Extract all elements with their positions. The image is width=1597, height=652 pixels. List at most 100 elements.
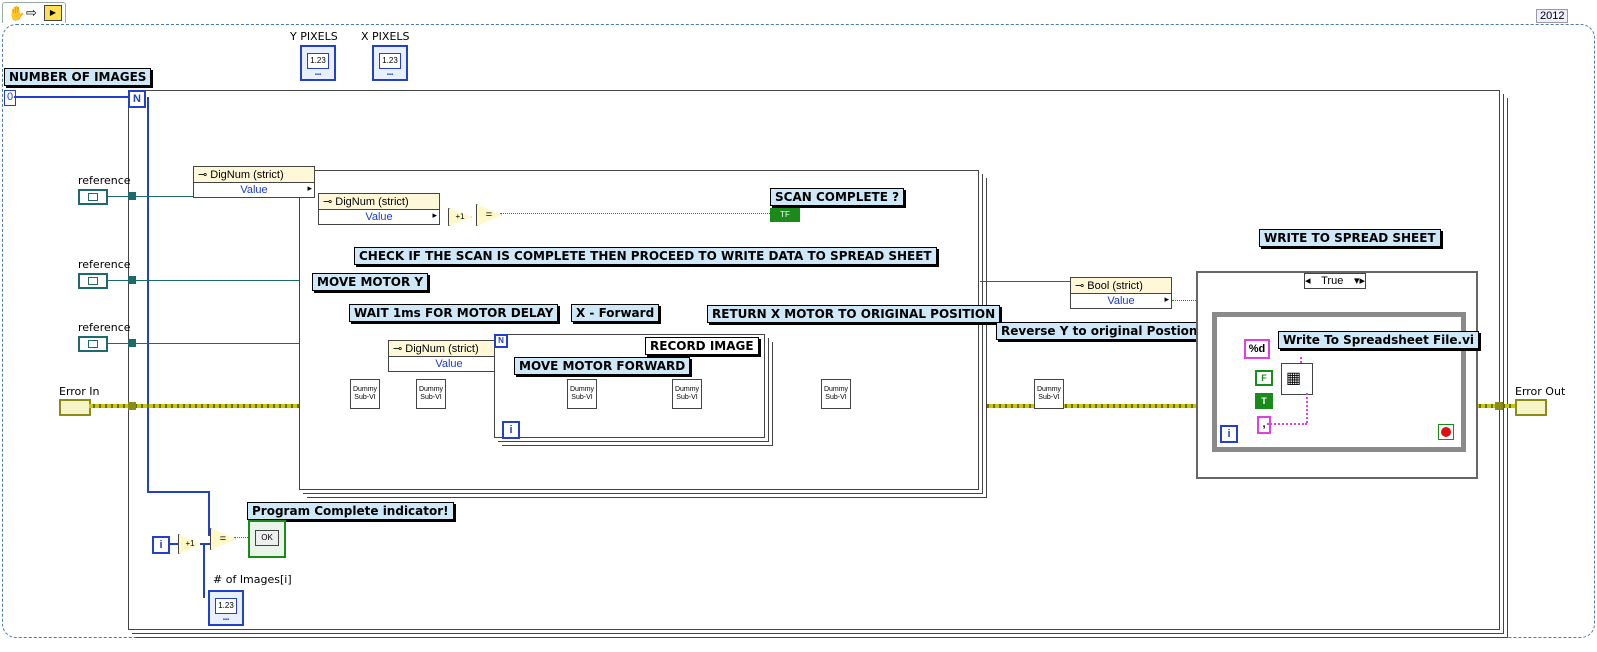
images-count-label: # of Images[i] — [213, 573, 292, 586]
tunnel — [128, 276, 136, 284]
number-of-images-constant[interactable]: 0 — [4, 90, 16, 106]
write-spreadsheet-vi-comment: Write To Spreadsheet File.vi — [1278, 331, 1480, 349]
refnum-wire — [980, 281, 1070, 282]
format-string-constant[interactable]: %d — [1244, 339, 1270, 359]
property-node-class-4: Bool (strict) — [1087, 280, 1143, 292]
outer-loop-iteration-terminal[interactable]: i — [152, 536, 170, 554]
wait-1ms-comment: WAIT 1ms FOR MOTOR DELAY — [349, 304, 559, 322]
operate-hand-icon[interactable]: ✋ — [8, 5, 26, 21]
x-pixels-label: X PIXELS — [361, 30, 410, 43]
tunnel — [128, 402, 136, 410]
numeric-wire — [147, 97, 149, 492]
property-node-icon: ⊸ — [323, 196, 336, 208]
refnum-wire — [107, 280, 299, 281]
reference-label-3: reference — [78, 321, 131, 334]
subvi-text: Sub-VI — [1038, 394, 1060, 401]
string-wire — [1306, 393, 1309, 423]
bool-wire — [234, 537, 248, 539]
arrow-icon[interactable]: ⇨ — [26, 5, 37, 20]
toolbar-tab — [2, 2, 66, 23]
subvi-text: Dummy — [823, 386, 849, 393]
property-node-3[interactable]: ⊸ DigNum (strict) Value — [388, 340, 510, 372]
reference-control-1[interactable] — [78, 189, 108, 205]
while-loop-iteration-terminal[interactable]: i — [1220, 425, 1238, 443]
error-out-label: Error Out — [1515, 385, 1566, 398]
numeric-wire — [168, 543, 178, 545]
y-pixels-indicator[interactable]: 1.23 ▪▪▪ — [300, 45, 336, 81]
property-node-2[interactable]: ⊸ DigNum (strict) Value — [318, 193, 440, 225]
images-count-display: 1.23 — [215, 598, 237, 614]
spreadsheet-icon: ▦ — [1286, 370, 1302, 387]
numeric-wire — [208, 491, 210, 536]
vi-icon[interactable]: ▶ — [44, 5, 62, 21]
loop-count-terminal[interactable]: N — [128, 90, 146, 108]
ok-button-display: OK — [255, 530, 279, 546]
subvi-text: Dummy — [674, 386, 700, 393]
property-node-class-2: DigNum (strict) — [335, 196, 409, 208]
property-node-icon: ⊸ — [198, 169, 211, 181]
images-count-indicator[interactable]: 1.23 ▪▪▪ — [208, 590, 244, 626]
case-selector[interactable]: ◂ True ▾▸ — [1304, 273, 1366, 289]
subvi-text: Dummy — [418, 386, 444, 393]
comma-constant[interactable]: , — [1257, 416, 1271, 434]
subvi-text: Sub-VI — [571, 394, 593, 401]
reference-control-3[interactable] — [78, 336, 108, 352]
false-constant[interactable]: F — [1255, 370, 1273, 386]
property-node-value-4: Value — [1071, 294, 1171, 308]
reference-label-1: reference — [78, 174, 131, 187]
numeric-wire — [147, 491, 209, 493]
inner-loop-count-terminal[interactable]: N — [494, 334, 508, 348]
case-selector-value: True — [1321, 275, 1344, 287]
program-complete-indicator[interactable]: OK — [248, 520, 286, 558]
refnum-wire — [107, 343, 389, 344]
scan-complete-indicator[interactable]: TF — [770, 208, 800, 222]
property-node-class-3: DigNum (strict) — [405, 343, 479, 355]
string-wire — [1267, 423, 1307, 426]
true-constant[interactable]: T — [1255, 393, 1273, 409]
x-pixels-indicator[interactable]: 1.23▪▪▪ — [372, 45, 408, 81]
y-pixels-label: Y PIXELS — [290, 30, 338, 43]
case-structure[interactable] — [1196, 271, 1478, 479]
stop-icon — [1441, 427, 1451, 437]
string-wire — [1300, 357, 1304, 363]
record-image-comment: RECORD IMAGE — [645, 337, 759, 355]
write-spreadsheet-vi[interactable]: ▦ — [1281, 363, 1313, 395]
subvi-text: Sub-VI — [354, 394, 376, 401]
case-next-icon[interactable]: ▾▸ — [1353, 275, 1365, 287]
subvi-text: Dummy — [1036, 386, 1062, 393]
tunnel — [128, 192, 136, 200]
tunnel — [128, 339, 136, 347]
ind-foot: ▪▪▪ — [222, 617, 230, 623]
case-prev-icon[interactable]: ◂ — [1305, 275, 1311, 287]
inner-loop-iteration-terminal[interactable]: i — [502, 421, 520, 439]
subvi-text: Dummy — [569, 386, 595, 393]
y-pixels-display: 1.23 — [307, 53, 329, 69]
property-node-value-1: Value — [194, 183, 314, 197]
numeric-wire — [14, 96, 130, 98]
stop-terminal[interactable] — [1438, 424, 1454, 440]
check-scan-comment: CHECK IF THE SCAN IS COMPLETE THEN PROCE… — [354, 247, 937, 265]
toolbar: ✋ ⇨ ▶ 2012 — [0, 0, 1597, 26]
return-x-comment: RETURN X MOTOR TO ORIGINAL POSITION — [707, 305, 1001, 323]
subvi-text: Sub-VI — [420, 394, 442, 401]
refnum-wire — [107, 196, 193, 197]
x-pixels-display: 1.23 — [379, 53, 401, 69]
numeric-wire — [200, 543, 210, 545]
error-in-control[interactable] — [59, 399, 91, 416]
numeric-wire — [203, 543, 205, 598]
reference-label-2: reference — [78, 258, 131, 271]
reference-control-2[interactable] — [78, 273, 108, 289]
while-loop[interactable] — [1212, 312, 1466, 452]
error-in-label: Error In — [59, 385, 100, 398]
property-node-1[interactable]: ⊸ DigNum (strict) Value — [193, 166, 315, 198]
ind-foot: ▪▪▪ — [314, 72, 322, 78]
error-out-indicator[interactable] — [1515, 399, 1547, 416]
version-badge: 2012 — [1536, 9, 1569, 23]
property-node-4[interactable]: ⊸ Bool (strict) Value — [1070, 277, 1172, 309]
